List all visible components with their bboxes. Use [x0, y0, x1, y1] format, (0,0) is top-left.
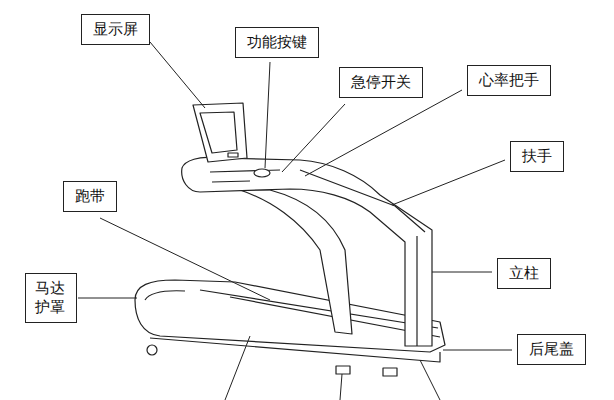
part-label: 立柱 [509, 264, 539, 282]
callout-box: 显示屏 [81, 14, 150, 45]
callout-box: 功能按键 [235, 27, 319, 58]
callout-box: 立柱 [497, 258, 551, 289]
part-label: 扶手 [522, 147, 552, 165]
part-label: 后尾盖 [529, 340, 574, 358]
callout-box: 心率把手 [467, 65, 551, 96]
part-label: 急停开关 [351, 73, 411, 91]
part-label: 马达 护罩 [35, 279, 67, 317]
callout-box: 急停开关 [339, 67, 423, 98]
part-label: 显示屏 [93, 20, 138, 38]
callout-box: 马达 护罩 [25, 273, 77, 323]
callout-box: 扶手 [510, 141, 564, 172]
callout-box: 跑带 [63, 181, 117, 212]
part-label: 跑带 [75, 187, 105, 205]
callout-box: 后尾盖 [517, 334, 586, 365]
part-label: 心率把手 [479, 71, 539, 89]
part-label: 功能按键 [247, 33, 307, 51]
